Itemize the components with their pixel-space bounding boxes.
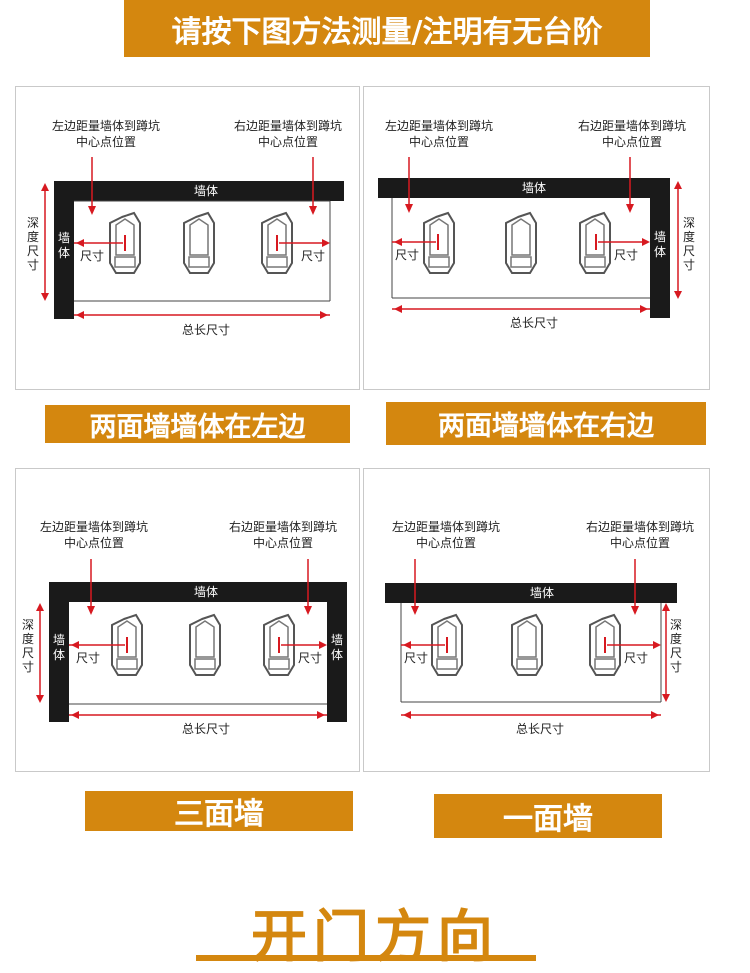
right-distance-label-1: 右边距量墙体到蹲坑	[578, 118, 686, 133]
svg-text:尺: 尺	[683, 244, 695, 258]
caption-one-wall: 一面墙	[434, 794, 662, 838]
right-distance-label-1: 右边距量墙体到蹲坑	[229, 519, 337, 534]
right-wall-char-2: 体	[654, 245, 666, 259]
total-length-label: 总长尺寸	[516, 722, 564, 736]
right-wall	[327, 582, 347, 722]
caption-right-walls-text: 两面墙墙体在右边	[438, 411, 654, 442]
right-distance-label-2: 中心点位置	[610, 535, 670, 550]
svg-text:度: 度	[27, 229, 39, 244]
depth-label: 深 度 尺 寸	[22, 618, 34, 674]
left-distance-label-1: 左边距量墙体到蹲坑	[52, 118, 160, 133]
left-distance-label-2: 中心点位置	[416, 535, 476, 550]
size-label-right: 尺寸	[614, 248, 638, 262]
svg-text:度: 度	[683, 229, 695, 244]
svg-text:深: 深	[670, 618, 682, 632]
size-label-left: 尺寸	[395, 248, 419, 262]
total-length-label: 总长尺寸	[182, 722, 230, 736]
top-wall	[378, 178, 670, 198]
svg-text:深: 深	[27, 216, 39, 230]
right-wall-char-1: 墙	[331, 633, 343, 647]
size-label-left: 尺寸	[76, 651, 100, 665]
diagram-svg: 左边距量墙体到蹲坑 中心点位置 右边距量墙体到蹲坑 中心点位置 墙体 墙 体 墙…	[22, 519, 347, 736]
top-wall-label: 墙体	[522, 181, 546, 195]
svg-text:尺: 尺	[22, 646, 34, 660]
svg-text:寸: 寸	[683, 258, 695, 272]
squat-toilet-3	[263, 613, 295, 676]
left-distance-label-1: 左边距量墙体到蹲坑	[392, 519, 500, 534]
depth-label: 深 度 尺 寸	[27, 216, 39, 272]
header-title: 请按下图方法测量/注明有无台阶	[171, 14, 603, 50]
top-wall	[49, 582, 347, 602]
diagram-svg: 左边距量墙体到蹲坑 中心点位置 右边距量墙体到蹲坑 中心点位置 墙体 墙体 墙 …	[27, 118, 344, 337]
right-distance-label-1: 右边距量墙体到蹲坑	[234, 118, 342, 133]
top-wall-label: 墙体	[194, 184, 218, 198]
left-wall-char-2: 体	[53, 648, 65, 662]
top-wall	[385, 583, 677, 603]
svg-text:寸: 寸	[670, 660, 682, 674]
size-label-right: 尺寸	[301, 249, 325, 263]
size-label-right: 尺寸	[298, 651, 322, 665]
squat-toilet-1	[431, 613, 463, 676]
size-label-left: 尺寸	[80, 249, 104, 263]
squat-toilet-3	[261, 211, 293, 274]
squat-toilet-1	[423, 211, 455, 274]
squat-toilet-3	[579, 211, 611, 274]
top-wall	[54, 181, 344, 201]
right-distance-label-2: 中心点位置	[602, 134, 662, 149]
left-wall-char-1: 墙	[58, 231, 70, 245]
squat-toilet-2	[183, 211, 215, 274]
caption-left-walls: 两面墙墙体在左边	[45, 405, 350, 443]
right-wall-char-1: 墙	[654, 230, 666, 244]
left-wall	[54, 181, 74, 319]
squat-toilet-1	[109, 211, 141, 274]
left-distance-label-1: 左边距量墙体到蹲坑	[40, 519, 148, 534]
caption-right-walls: 两面墙墙体在右边	[386, 402, 706, 445]
diagram-svg: 左边距量墙体到蹲坑 中心点位置 右边距量墙体到蹲坑 中心点位置 墙体 墙 体 深…	[378, 118, 695, 330]
diagram-left-walls: 左边距量墙体到蹲坑 中心点位置 右边距量墙体到蹲坑 中心点位置 墙体 墙体 墙 …	[15, 86, 360, 390]
squat-toilet-1	[111, 613, 143, 676]
right-wall-char-2: 体	[331, 648, 343, 662]
diagram-three-walls: 左边距量墙体到蹲坑 中心点位置 右边距量墙体到蹲坑 中心点位置 墙体 墙 体 墙…	[15, 468, 360, 772]
left-distance-label-1: 左边距量墙体到蹲坑	[385, 118, 493, 133]
svg-text:度: 度	[670, 631, 682, 646]
caption-three-walls-text: 三面墙	[174, 797, 264, 832]
svg-text:尺: 尺	[670, 646, 682, 660]
left-wall-char-2: 体	[58, 246, 70, 260]
right-distance-label-1: 右边距量墙体到蹲坑	[586, 519, 694, 534]
caption-left-walls-text: 两面墙墙体在左边	[89, 411, 306, 443]
total-length-label: 总长尺寸	[182, 323, 230, 337]
top-wall-label: 墙体	[194, 585, 218, 599]
left-wall	[49, 582, 69, 722]
diagram-svg: 左边距量墙体到蹲坑 中心点位置 右边距量墙体到蹲坑 中心点位置 墙体 深 度 尺…	[385, 519, 694, 736]
right-wall	[650, 178, 670, 318]
svg-text:深: 深	[22, 618, 34, 632]
diagram-right-walls: 左边距量墙体到蹲坑 中心点位置 右边距量墙体到蹲坑 中心点位置 墙体 墙 体 深…	[363, 86, 710, 390]
depth-label: 深 度 尺 寸	[683, 216, 695, 272]
squat-toilet-2	[189, 613, 221, 676]
size-label-right: 尺寸	[624, 651, 648, 665]
caption-three-walls: 三面墙	[85, 791, 353, 832]
depth-label: 深 度 尺 寸	[670, 618, 682, 674]
header-banner: 请按下图方法测量/注明有无台阶	[124, 0, 650, 57]
total-length-label: 总长尺寸	[510, 316, 558, 330]
size-label-left: 尺寸	[404, 651, 428, 665]
left-distance-label-2: 中心点位置	[409, 134, 469, 149]
squat-toilet-3	[589, 613, 621, 676]
svg-text:寸: 寸	[27, 258, 39, 272]
squat-toilet-2	[511, 613, 543, 676]
svg-text:深: 深	[683, 216, 695, 230]
right-distance-label-2: 中心点位置	[258, 134, 318, 149]
left-distance-label-2: 中心点位置	[76, 134, 136, 149]
squat-toilet-2	[505, 211, 537, 274]
title-underline	[196, 955, 536, 961]
caption-one-wall-text: 一面墙	[503, 802, 593, 837]
svg-text:尺: 尺	[27, 244, 39, 258]
top-wall-label: 墙体	[530, 586, 554, 600]
left-distance-label-2: 中心点位置	[64, 535, 124, 550]
left-wall-char-1: 墙	[53, 633, 65, 647]
svg-text:度: 度	[22, 631, 34, 646]
diagram-one-wall: 左边距量墙体到蹲坑 中心点位置 右边距量墙体到蹲坑 中心点位置 墙体 深 度 尺…	[363, 468, 710, 772]
right-distance-label-2: 中心点位置	[253, 535, 313, 550]
svg-text:寸: 寸	[22, 660, 34, 674]
